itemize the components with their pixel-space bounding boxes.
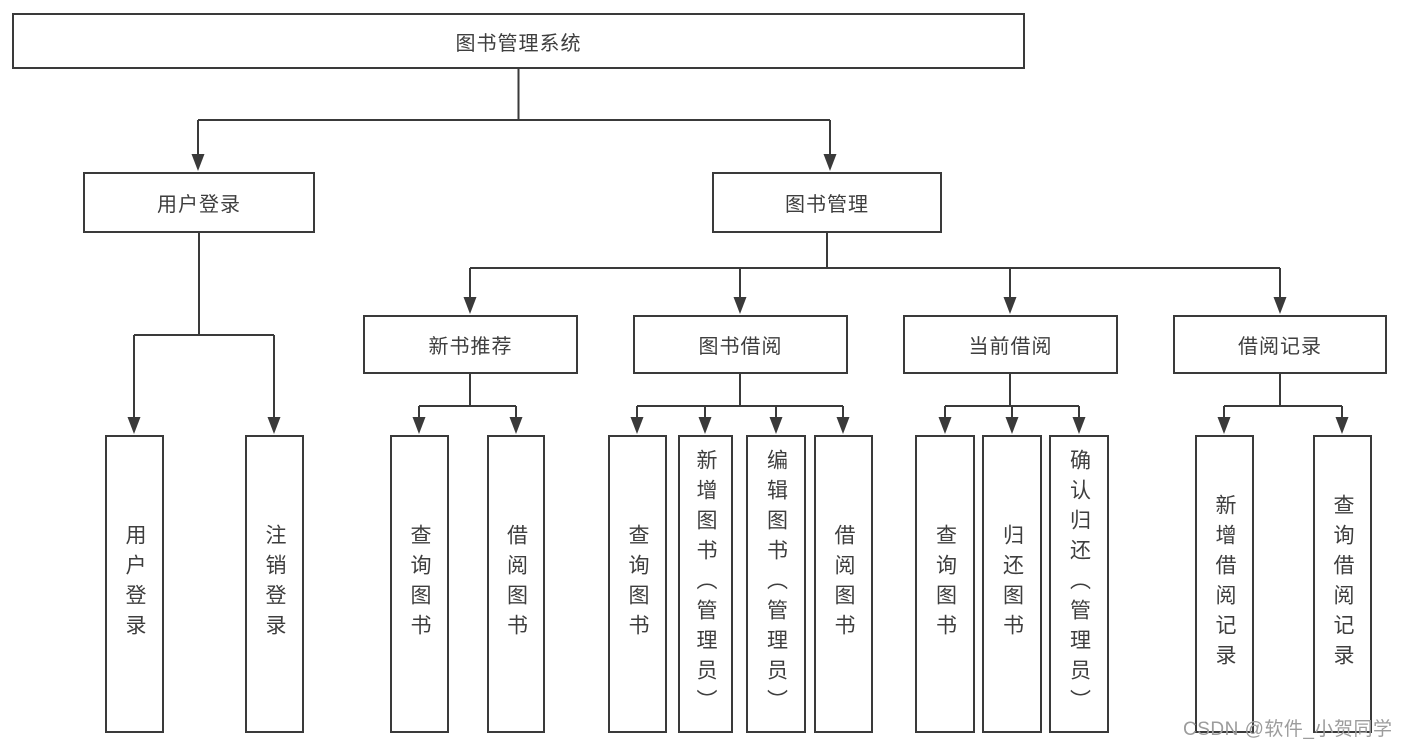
node-label: 查询图书	[933, 524, 957, 644]
node-user-login: 用户登录	[83, 172, 315, 233]
node-label: 归还图书	[1000, 524, 1024, 644]
node-label: 新增图书（管理员）	[694, 449, 717, 719]
node-borrow-record: 借阅记录	[1173, 315, 1387, 374]
node-label: 新增借阅记录	[1213, 494, 1236, 674]
node-label: 编辑图书（管理员）	[764, 449, 788, 719]
node-label: 图书借阅	[698, 336, 783, 358]
connector-user-login	[133, 233, 275, 417]
connector-book-mgmt	[469, 233, 1281, 297]
node-leaf-borrow-book-1: 借阅图书	[487, 435, 545, 733]
arrowhead	[1072, 417, 1086, 434]
arrowhead	[698, 417, 712, 434]
node-book-borrow: 图书借阅	[633, 315, 848, 374]
node-leaf-query-borrow-record: 查询借阅记录	[1313, 435, 1372, 733]
arrowhead	[769, 417, 783, 434]
node-label: 借阅图书	[832, 524, 855, 644]
connector-current-borrow	[944, 374, 1080, 417]
arrowhead	[127, 417, 141, 434]
node-label: 新书推荐	[428, 336, 513, 358]
node-label: 查询图书	[626, 524, 649, 644]
node-leaf-confirm-return-admin: 确认归还（管理员）	[1049, 435, 1109, 733]
arrowhead	[1217, 417, 1231, 434]
arrowhead	[733, 297, 747, 314]
node-label: 图书管理	[785, 194, 869, 216]
node-leaf-return-book: 归还图书	[982, 435, 1042, 733]
node-book-management: 图书管理	[712, 172, 942, 233]
arrowhead	[938, 417, 952, 434]
node-current-borrow: 当前借阅	[903, 315, 1118, 374]
arrowhead	[1335, 417, 1349, 434]
arrowhead	[191, 154, 205, 171]
node-leaf-query-book-3: 查询图书	[915, 435, 975, 733]
node-label: 注销登录	[263, 524, 286, 644]
node-leaf-edit-book-admin: 编辑图书（管理员）	[746, 435, 806, 733]
arrowhead	[836, 417, 850, 434]
connector-new-book	[418, 374, 517, 417]
arrowhead	[1005, 417, 1019, 434]
node-label: 借阅图书	[504, 524, 528, 644]
arrowhead	[509, 417, 523, 434]
arrowhead	[823, 154, 837, 171]
node-label: 用户登录	[157, 194, 241, 216]
node-label: 用户登录	[123, 524, 146, 644]
arrowhead	[1003, 297, 1017, 314]
node-leaf-query-book-2: 查询图书	[608, 435, 667, 733]
node-leaf-borrow-book-2: 借阅图书	[814, 435, 873, 733]
node-label: 借阅记录	[1238, 336, 1322, 358]
node-label: 当前借阅	[968, 336, 1053, 358]
csdn-watermark: CSDN @软件_小贺同学	[1183, 719, 1393, 740]
node-library-system: 图书管理系统	[12, 13, 1025, 69]
node-label: 图书管理系统	[455, 32, 582, 55]
arrowhead	[463, 297, 477, 314]
node-label: 查询借阅记录	[1331, 494, 1354, 674]
node-leaf-add-book-admin: 新增图书（管理员）	[678, 435, 733, 733]
node-leaf-query-book-1: 查询图书	[390, 435, 449, 733]
node-new-book-recommend: 新书推荐	[363, 315, 578, 374]
arrowhead	[267, 417, 281, 434]
arrowhead	[630, 417, 644, 434]
node-label: 查询图书	[408, 524, 431, 644]
node-leaf-logout: 注销登录	[245, 435, 304, 733]
node-label: 确认归还（管理员）	[1067, 449, 1091, 719]
arrowhead	[412, 417, 426, 434]
node-leaf-user-login: 用户登录	[105, 435, 164, 733]
connector-borrow-record	[1223, 374, 1343, 417]
node-leaf-add-borrow-record: 新增借阅记录	[1195, 435, 1254, 733]
connector-book-borrow	[636, 374, 844, 417]
arrowhead	[1273, 297, 1287, 314]
connector-root-to-level2	[197, 69, 831, 154]
